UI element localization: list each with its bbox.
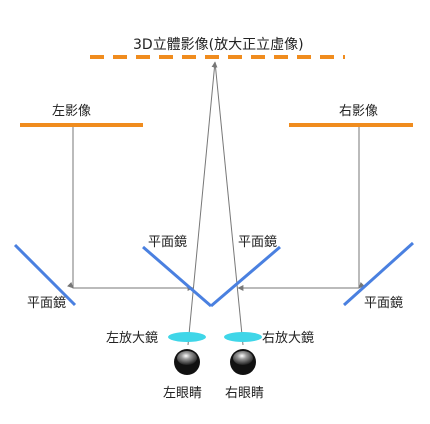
right-magnifier-lens (224, 332, 262, 342)
outer-right-mirror-label: 平面鏡 (364, 296, 404, 311)
outer-right-mirror (342, 241, 415, 307)
right-ray-path (237, 127, 365, 291)
outer-left-mirror-label: 平面鏡 (27, 296, 67, 311)
left-eye-sightline (187, 61, 218, 346)
right-eye-icon (230, 349, 256, 375)
left-magnifier-lens (168, 332, 206, 342)
inner-right-mirror-label: 平面鏡 (238, 235, 278, 250)
left-eye-label: 左眼睛 (163, 386, 203, 401)
right-magnifier-label: 右放大鏡 (262, 331, 315, 346)
left-eye-icon (174, 349, 200, 375)
right-eye-sightline (214, 61, 244, 346)
inner-right-mirror (210, 245, 281, 308)
inner-left-mirror (142, 245, 212, 308)
inner-left-mirror-label: 平面鏡 (148, 235, 188, 250)
left-ray-path (67, 127, 194, 291)
virtual-image-title: 3D立體影像(放大正立虛像) (133, 37, 304, 53)
left-image-label: 左影像 (52, 104, 92, 119)
left-magnifier-label: 左放大鏡 (106, 331, 159, 346)
right-eye-label: 右眼睛 (225, 386, 265, 401)
outer-left-mirror (13, 243, 77, 307)
right-image-label: 右影像 (339, 104, 379, 119)
